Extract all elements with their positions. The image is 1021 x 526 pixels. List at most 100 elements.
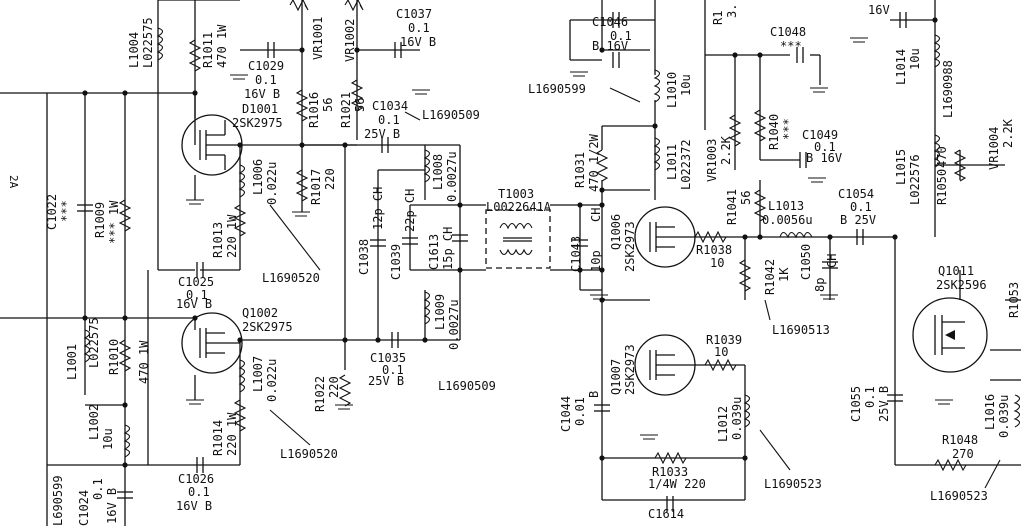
transistor-q1011 xyxy=(912,297,988,373)
label-l1013: L1013 xyxy=(768,199,804,213)
label-r1041: R1041 xyxy=(725,189,739,225)
label-r1013: R1013 xyxy=(211,222,225,258)
resistor-r1042 xyxy=(738,259,752,292)
label-c1054-r: B 25V xyxy=(840,213,876,227)
potentiometer-vr1002 xyxy=(344,0,364,12)
resistor-r1041 xyxy=(753,189,767,222)
label-c1044-v: 0.01 xyxy=(573,397,587,426)
label-r1031-v: 470 1/2W xyxy=(587,133,601,192)
label-r1048-v: 270 xyxy=(952,447,974,461)
label-c1054-v: 0.1 xyxy=(850,200,872,214)
label-l1006: L1006 xyxy=(251,159,265,195)
label-r1016: R1016 xyxy=(307,92,321,128)
capacitor-c1029 xyxy=(267,42,275,58)
label-r1009-v: *** 1W xyxy=(107,200,121,244)
label-l1014: L1014 xyxy=(894,49,908,85)
inductor-l1015 xyxy=(933,134,941,168)
label-c1039: C1039 xyxy=(389,244,403,280)
label-c1046-r: B 16V xyxy=(592,39,628,53)
label-r1033: R1033 xyxy=(652,465,688,479)
label-l1012-v: 0.039u xyxy=(730,397,744,440)
label-l1002: L1002 xyxy=(87,404,101,440)
label-l1012: L1012 xyxy=(716,406,730,442)
label-l1690523-a: L1690523 xyxy=(764,477,822,491)
inductor-l1007 xyxy=(238,359,246,393)
label-top-3-frag: 3. xyxy=(725,4,739,18)
label-t1003: T1003 xyxy=(498,187,534,201)
label-r1040-v: *** xyxy=(781,118,795,140)
label-r1053: R1053 xyxy=(1007,282,1021,318)
label-l1010-v: 10u xyxy=(679,74,693,96)
label-l1001: L1001 xyxy=(65,344,79,380)
label-q1006-pn: 2SK2973 xyxy=(623,221,637,272)
label-c1024: C1024 xyxy=(77,490,91,526)
resistor-r1016 xyxy=(295,89,309,122)
label-c1025-v: 0.1 xyxy=(186,288,208,302)
label-c1039-v: 22p CH xyxy=(403,189,417,232)
resistor-r1013 xyxy=(233,204,247,237)
label-c1035-v: 0.1 xyxy=(382,363,404,377)
label-c1034: C1034 xyxy=(372,99,408,113)
label-r1022-v: 220 xyxy=(327,376,341,398)
inductor-l1010 xyxy=(653,69,661,103)
label-c1035-r: 25V B xyxy=(368,374,404,388)
potentiometer-vr1003 xyxy=(728,114,742,147)
transistor-q1002 xyxy=(181,312,243,374)
label-c1025-r: 16V B xyxy=(176,297,212,311)
label-l1015-pn: L022576 xyxy=(908,154,922,205)
label-l1008: L1008 xyxy=(431,154,445,190)
label-top-c-16v: 16V xyxy=(868,3,890,17)
label-r1016-v: 56 xyxy=(321,98,335,112)
label-r1038-v: 10 xyxy=(710,256,724,270)
label-vr1003-v: 2.2K xyxy=(719,135,733,165)
label-r1042-v: 1K xyxy=(777,267,791,282)
label-r1014-v: 220 1W xyxy=(225,412,239,456)
capacitor-c1054 xyxy=(856,229,864,245)
label-l1016-v: 0.039u xyxy=(997,395,1011,438)
label-l1013-v: 0.0056u xyxy=(762,213,813,227)
resistor-r1014 xyxy=(233,399,247,432)
junction-dots xyxy=(82,17,938,468)
label-q1002-pn: 2SK2975 xyxy=(242,320,293,334)
ground-symbols xyxy=(186,37,953,440)
label-l1016: L1016 xyxy=(983,394,997,430)
label-c1024-r: 16V B xyxy=(105,488,119,524)
inductor-l1016 xyxy=(1013,394,1021,428)
capacitor-c1037 xyxy=(394,42,402,58)
capacitor-c1022 xyxy=(77,204,93,212)
inductor-l1013 xyxy=(779,231,813,239)
label-c1048: C1048 xyxy=(770,25,806,39)
transformer-t1003 xyxy=(485,209,551,269)
capacitor-c1055 xyxy=(887,394,903,402)
resistor-r1048 xyxy=(934,458,967,472)
label-vr1004: VR1004 xyxy=(987,127,1001,170)
capacitor-c1038 xyxy=(370,239,386,247)
label-l1009: L1009 xyxy=(433,294,447,330)
label-c1043: C1043 xyxy=(569,236,583,272)
capacitor-c1613 xyxy=(452,234,468,242)
resistor-r1011 xyxy=(188,39,202,72)
label-c1022: C1022 xyxy=(45,194,59,230)
label-c1038: C1038 xyxy=(357,239,371,275)
resistor-r1017 xyxy=(295,169,309,202)
inductor-l1011 xyxy=(653,137,661,171)
label-r1022: R1022 xyxy=(313,376,327,412)
label-q1006: Q1006 xyxy=(609,214,623,250)
label-c1038-v: 12p CH xyxy=(371,187,385,230)
capacitor-c1025 xyxy=(196,262,204,278)
label-l1006-v: 0.022u xyxy=(265,162,279,205)
label-r1041-v: 56 xyxy=(739,191,753,205)
label-c1613-v: 15p CH xyxy=(441,227,455,270)
label-r1040: R1040 xyxy=(767,114,781,150)
label-c1613: C1613 xyxy=(427,234,441,270)
transistor-q1006 xyxy=(634,206,696,268)
capacitor-c1034 xyxy=(381,137,389,153)
label-r1021-v: 56 xyxy=(353,98,367,112)
label-c1049-r: B 16V xyxy=(806,151,842,165)
label-c1055-r: 25V B xyxy=(877,386,891,422)
inductors xyxy=(83,27,1021,458)
label-r1014: R1014 xyxy=(211,420,225,456)
label-c1050: C1050 xyxy=(799,244,813,280)
